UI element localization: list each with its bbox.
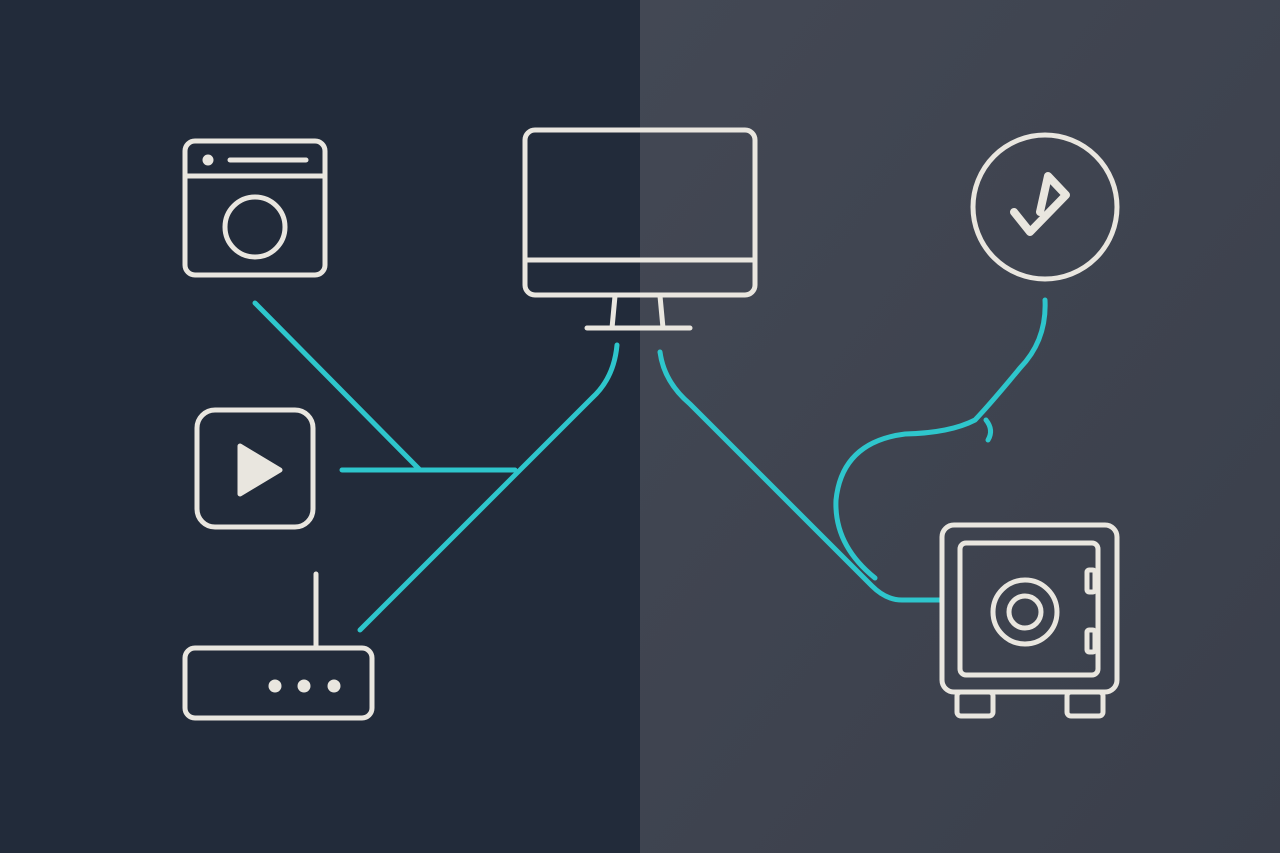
connection-router-monitor	[357, 342, 620, 633]
monitor-icon	[522, 127, 758, 331]
connection-squiggle	[983, 417, 994, 443]
router-icon	[182, 571, 375, 721]
play-button-icon	[194, 407, 316, 530]
safe-icon	[939, 522, 1120, 719]
connection-check-safe	[833, 297, 1048, 581]
connection-browser	[252, 300, 423, 473]
connection-monitor-safe	[657, 349, 943, 603]
check-circle-icon	[970, 132, 1120, 282]
browser-window-icon	[182, 138, 328, 278]
